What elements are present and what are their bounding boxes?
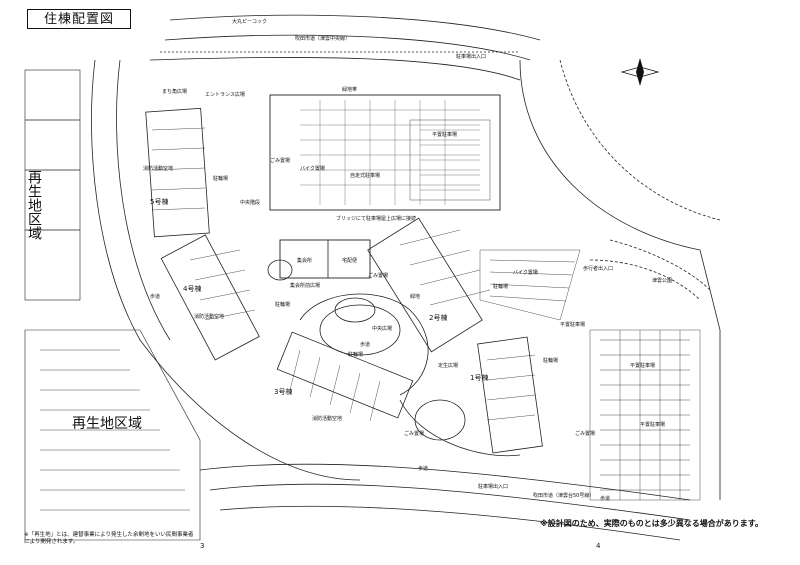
left-road-c xyxy=(139,339,361,481)
top-road-edge xyxy=(149,56,521,81)
design-notice: ※設計図のため、実際のものとは多少異なる場合があります。 xyxy=(540,519,763,528)
label-shukaijo: 集会所 xyxy=(297,257,312,264)
area-label-left: 再生地区域 xyxy=(26,170,42,240)
label-takuhai: 宅配便 xyxy=(342,257,357,264)
label-gomi3: ごみ置場 xyxy=(404,430,424,437)
right-parking xyxy=(479,249,701,501)
page-number-right: 4 xyxy=(596,542,601,550)
label-ryokuchi: 緑地 xyxy=(410,293,420,300)
label-hodo2: 歩道 xyxy=(418,465,428,472)
label-hirachi3: 平置駐車場 xyxy=(640,421,665,428)
label-shobo3: 消防活動空地 xyxy=(312,415,342,422)
label-bike1: バイク置場 xyxy=(300,165,325,172)
top-road-outer xyxy=(169,14,541,41)
building-1 xyxy=(477,336,543,454)
label-b3: 3号棟 xyxy=(274,387,292,396)
label-suita-bottom: 吹田市道（津雲台50号線） xyxy=(533,492,594,499)
right-contours xyxy=(559,59,721,221)
page-number-left: 3 xyxy=(200,542,205,550)
page-title: 住棟配置図 xyxy=(27,9,131,29)
regen-bottom: 再生地区域 xyxy=(72,416,142,432)
label-b4: 4号棟 xyxy=(183,284,201,293)
regen-left-1: 再生地区域 xyxy=(26,170,42,240)
label-gomi1: ごみ置場 xyxy=(270,157,290,164)
label-churin3: 駐輪場 xyxy=(348,351,363,358)
label-hodo1: 歩道 xyxy=(360,341,370,348)
label-churin4: 駐輪場 xyxy=(493,283,508,290)
building-2 xyxy=(367,217,491,353)
label-tei-sei: 定生広場 xyxy=(438,362,458,369)
label-chuo-kaidan: 中央階段 xyxy=(240,199,260,206)
label-exit-top: 駐車場出入口 xyxy=(456,53,486,60)
label-bike2: バイク置場 xyxy=(513,269,538,276)
label-machikado: まち角広場 xyxy=(162,88,187,95)
label-hirachi2: 平置駐車場 xyxy=(560,321,585,328)
central-plaza xyxy=(299,293,429,396)
left-road-a xyxy=(91,59,141,341)
label-chuo-hiroba: 中央広場 xyxy=(372,325,392,332)
label-hirachi1: 平置駐車場 xyxy=(432,131,457,138)
footnote: ※「再生地」とは、建替事業により発生した余剰地をいい民間事業者により開発されます… xyxy=(24,532,194,545)
label-bridge: ブリッジにて駐車場屋上広場に接続 xyxy=(336,215,416,222)
label-entrance: エントランス広場 xyxy=(205,91,245,98)
label-b2: 2号棟 xyxy=(429,313,447,322)
label-churin2: 駐輪場 xyxy=(275,301,290,308)
building-3 xyxy=(276,331,414,422)
right-boundary xyxy=(519,59,721,500)
label-hodo4: 歩道 xyxy=(150,293,160,300)
label-suita-top: 吹田市道（津雲中央線） xyxy=(295,35,350,42)
label-jitensha: 自走式駐車場 xyxy=(350,172,380,179)
left-road-b xyxy=(116,59,171,341)
top-road-inner xyxy=(164,34,531,61)
label-shobo2: 消防活動空地 xyxy=(194,313,224,320)
label-hokosha: 歩行者出入口 xyxy=(583,265,613,272)
label-b1: 1号棟 xyxy=(470,373,488,382)
label-shukai-mae: 集会所前広場 xyxy=(290,282,320,289)
label-park: 津雲公園 xyxy=(652,277,672,284)
label-exit-bottom: 駐車場出入口 xyxy=(478,483,508,490)
label-churin5: 駐輪場 xyxy=(543,357,558,364)
label-hirachi4: 平置駐車場 xyxy=(630,362,655,369)
building-5 xyxy=(145,107,210,238)
label-gomi4: ごみ置場 xyxy=(575,430,595,437)
label-b5: 5号棟 xyxy=(150,197,168,206)
label-churin1: 駐輪場 xyxy=(213,175,228,182)
bottom-road-b xyxy=(209,483,691,521)
bottom-road-c xyxy=(219,505,681,541)
assembly-hall xyxy=(279,239,371,279)
label-hodo3: 歩道 xyxy=(600,495,610,502)
label-tsuroku: 緑地帯 xyxy=(342,86,357,93)
building-4 xyxy=(160,234,260,361)
label-gomi2: ごみ置場 xyxy=(368,272,388,279)
north-arrow-icon xyxy=(620,58,660,86)
parking-structure xyxy=(269,94,501,211)
label-shobo1: 消防活動空地 xyxy=(143,165,173,172)
label-daimaru: 大丸ピーコック xyxy=(232,18,267,25)
bottom-road-a xyxy=(199,463,691,501)
